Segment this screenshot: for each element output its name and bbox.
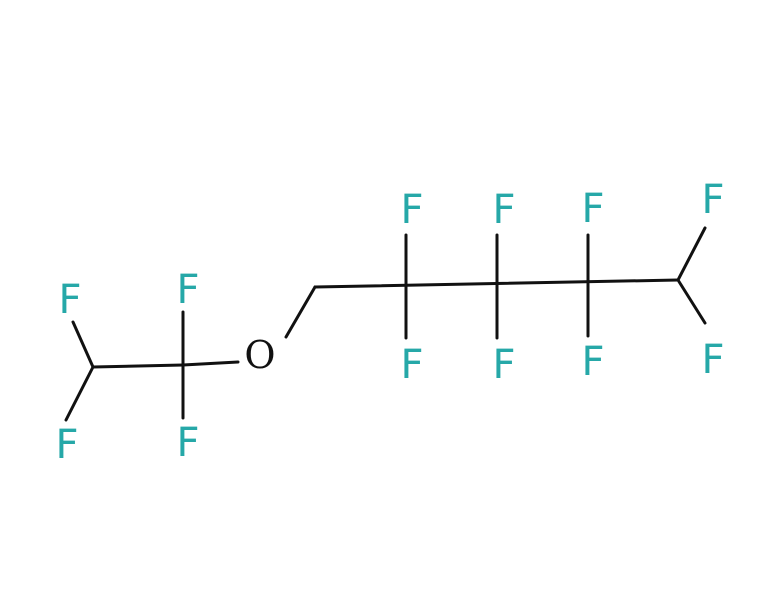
fluorine-atom: F [701, 177, 724, 223]
bond [676, 226, 707, 282]
bond [181, 360, 240, 367]
bond [284, 285, 317, 339]
bond [676, 278, 707, 325]
fluorine-atom: F [701, 337, 724, 383]
fluorine-atom: F [581, 186, 604, 232]
fluorine-atom: F [400, 187, 423, 233]
bonds [64, 226, 707, 422]
fluorine-atom: F [55, 422, 78, 468]
bond [71, 320, 95, 369]
fluorine-atom: F [400, 342, 423, 388]
fluorine-atom: F [176, 267, 199, 313]
bond [64, 365, 95, 422]
bond [91, 363, 185, 369]
oxygen-atom: O [244, 333, 275, 377]
fluorine-atom: F [492, 342, 515, 388]
fluorine-atom: F [58, 277, 81, 323]
atoms: F F F F O F F F F F F F F [55, 177, 724, 468]
fluorine-atom: F [581, 339, 604, 385]
fluorine-atom: F [492, 187, 515, 233]
fluorine-atom: F [176, 420, 199, 466]
